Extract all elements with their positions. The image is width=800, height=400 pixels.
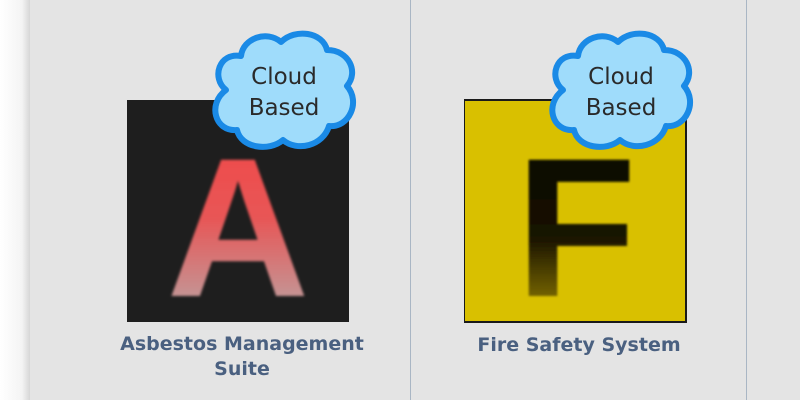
product-panel-partial (747, 0, 800, 400)
svg-text:Cloud: Cloud (588, 64, 654, 90)
cloud-based-badge: Cloud Based (212, 30, 356, 150)
asbestos-product-label[interactable]: Asbestos Management Suite (120, 333, 364, 380)
asbestos-logo-icon: A Cloud Based (127, 30, 356, 328)
svg-text:Based: Based (586, 95, 657, 121)
fire-safety-logo-icon: F Cloud Based (464, 30, 693, 328)
fire-safety-product-label[interactable]: Fire Safety System (477, 334, 681, 356)
cloud-based-badge: Cloud Based (549, 30, 693, 150)
fire-safety-letter: F (516, 117, 637, 328)
fire-safety-product-tile[interactable]: F Cloud Based Fire Safety System (464, 28, 694, 356)
svg-text:Cloud: Cloud (251, 64, 317, 90)
product-panel-fire-safety: F Cloud Based Fire Safety System (411, 0, 747, 400)
product-panel-asbestos: A Cloud Based Asbestos Management Suite (30, 0, 411, 400)
asbestos-product-tile[interactable]: A Cloud Based Asbestos Management Suite (120, 28, 364, 380)
asbestos-letter: A (167, 117, 310, 328)
svg-text:Based: Based (249, 95, 320, 121)
left-edge-strip (0, 0, 30, 400)
